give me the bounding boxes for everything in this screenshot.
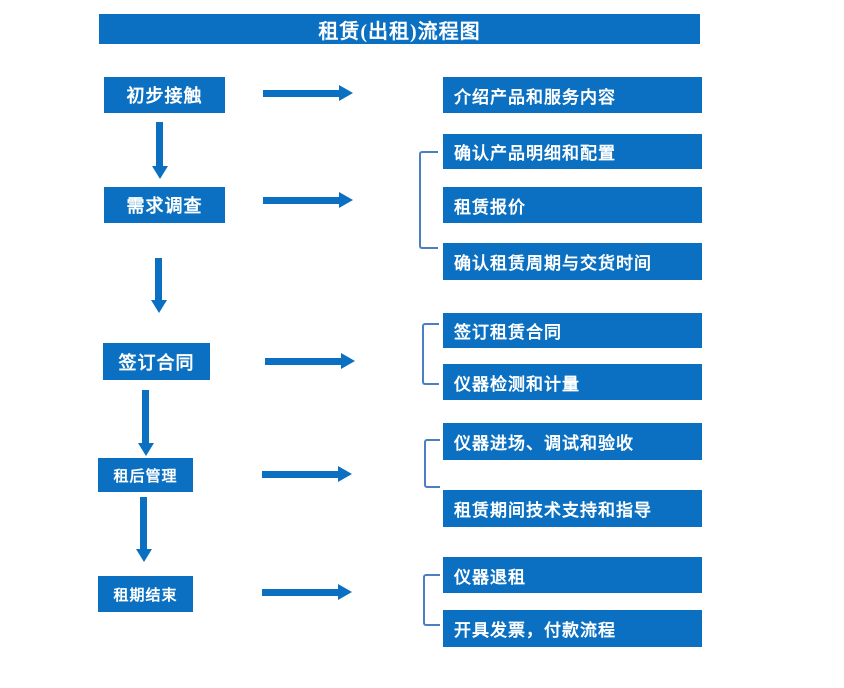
arrow-right-icon xyxy=(262,466,352,482)
group-bracket-icon xyxy=(423,574,440,626)
arrow-right-icon xyxy=(263,192,353,208)
diagram-title: 租赁(出租)流程图 xyxy=(99,14,700,44)
group-bracket-icon xyxy=(419,151,438,249)
output-box-instrument-testing: 仪器检测和计量 xyxy=(443,364,702,400)
output-box-confirm-product-details: 确认产品明细和配置 xyxy=(443,134,702,169)
arrow-down-icon xyxy=(151,258,167,313)
output-box-instrument-setup-acceptance: 仪器进场、调试和验收 xyxy=(443,423,702,460)
arrow-down-icon xyxy=(136,497,152,562)
arrow-right-icon xyxy=(262,584,352,600)
group-bracket-icon xyxy=(424,439,440,488)
arrow-right-icon xyxy=(265,353,355,369)
output-box-introduce-products: 介绍产品和服务内容 xyxy=(443,77,702,113)
output-box-confirm-rental-period: 确认租赁周期与交货时间 xyxy=(443,243,702,280)
output-box-rental-quotation: 租赁报价 xyxy=(443,187,702,223)
stage-box-initial-contact: 初步接触 xyxy=(104,77,225,113)
arrow-right-icon xyxy=(263,85,353,101)
arrow-down-icon xyxy=(152,122,168,179)
output-box-technical-support: 租赁期间技术支持和指导 xyxy=(443,490,702,527)
arrow-down-icon xyxy=(138,390,154,456)
group-bracket-icon xyxy=(422,323,439,385)
stage-box-post-rental-management: 租后管理 xyxy=(98,458,193,492)
stage-box-demand-survey: 需求调查 xyxy=(104,187,225,223)
output-box-sign-rental-contract: 签订租赁合同 xyxy=(443,313,702,348)
output-box-instrument-return: 仪器退租 xyxy=(443,557,702,593)
stage-box-lease-end: 租期结束 xyxy=(98,576,193,612)
stage-box-sign-contract: 签订合同 xyxy=(103,343,210,380)
output-box-invoice-payment: 开具发票，付款流程 xyxy=(443,610,702,647)
